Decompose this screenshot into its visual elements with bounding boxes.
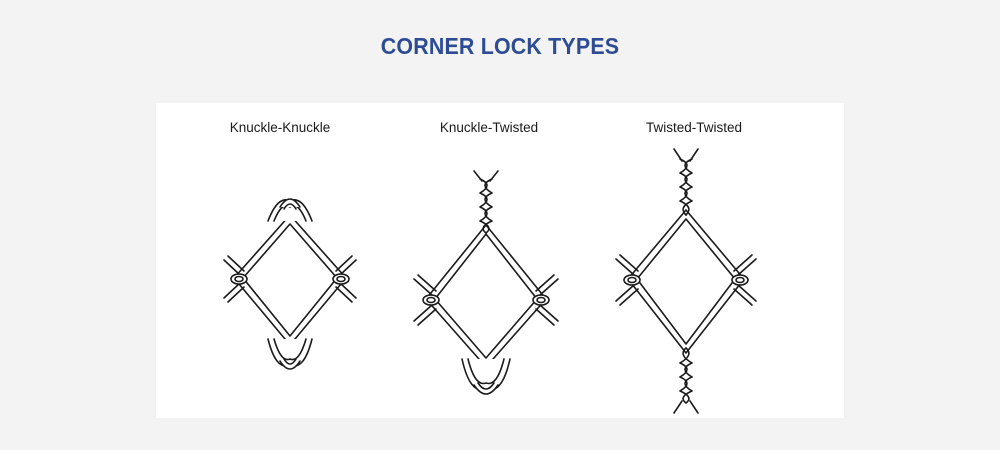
page-title: CORNER LOCK TYPES xyxy=(380,33,620,59)
knuckle-knuckle-diagram xyxy=(223,198,357,370)
diagram-label-knuckle-twisted: Knuckle-Twisted xyxy=(439,120,539,135)
knuckle-twisted-diagram xyxy=(413,170,559,395)
diagram-label-knuckle-knuckle: Knuckle-Knuckle xyxy=(229,120,331,135)
twisted-twisted-diagram xyxy=(615,148,757,414)
diagram-panel: Knuckle-Knuckle Knuckle-Twisted Twisted-… xyxy=(156,103,844,418)
corner-lock-drawings xyxy=(223,148,757,414)
diagram-label-twisted-twisted: Twisted-Twisted xyxy=(645,120,743,135)
